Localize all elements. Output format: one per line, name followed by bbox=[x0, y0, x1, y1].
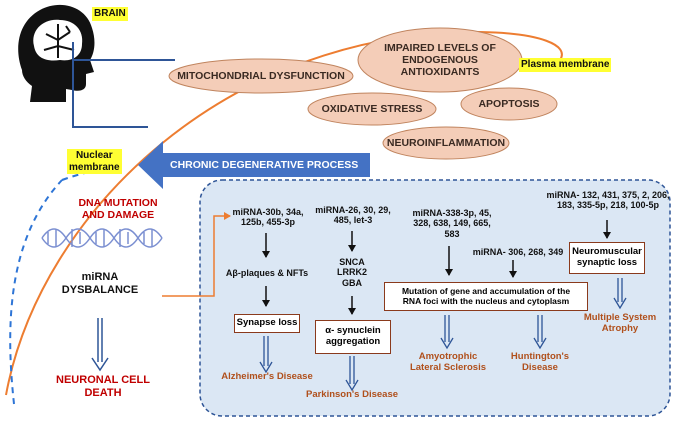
parkinsons-genes: SNCA LRRK2 GBA bbox=[336, 257, 367, 288]
head-brain-icon bbox=[18, 4, 95, 103]
plasma-membrane-label: Plasma membrane bbox=[519, 58, 612, 72]
mitochondrial-dysfunction-label: MITOCHONDRIAL DYSFUNCTION bbox=[177, 69, 345, 82]
msa-disease-label: Multiple System Atrophy bbox=[583, 312, 657, 334]
oxidative-stress-label: OXIDATIVE STRESS bbox=[321, 102, 423, 115]
brain-connector bbox=[72, 42, 175, 128]
alzheimers-mirna: miRNA-30b, 34a, 125b, 455-3p bbox=[232, 207, 304, 228]
dna-helix-icon bbox=[41, 228, 163, 248]
abeta-plaques-label: Aβ-plaques & NFTs bbox=[225, 268, 309, 278]
parkinsons-disease-label: Parkinson's Disease bbox=[305, 389, 399, 400]
als-disease-label: Amyotrophic Lateral Sclerosis bbox=[409, 351, 487, 373]
disease-arrows bbox=[259, 278, 627, 392]
nuclear-membrane-label: Nuclear membrane bbox=[67, 149, 122, 174]
chronic-process-label: CHRONIC DEGENERATIVE PROCESS bbox=[170, 159, 359, 171]
brain-label: BRAIN bbox=[92, 7, 128, 21]
rna-foci-box: Mutation of gene and accumulation of the… bbox=[384, 282, 588, 311]
als-mirna: miRNA-338-3p, 45, 328, 638, 149, 665, 58… bbox=[412, 208, 492, 239]
neuronal-cell-death-label: NEURONAL CELL DEATH bbox=[56, 374, 150, 399]
msa-mirna: miRNA- 132, 431, 375, 2, 206, 183, 335-5… bbox=[546, 190, 670, 211]
synuclein-aggregation-box: α- synuclein aggregation bbox=[315, 320, 391, 354]
parkinsons-mirna: miRNA-26, 30, 29, 485, let-3 bbox=[315, 205, 391, 226]
chronic-process-arrow bbox=[138, 141, 370, 189]
apoptosis-label: APOPTOSIS bbox=[478, 97, 540, 110]
alzheimers-disease-label: Alzheimer's Disease bbox=[221, 371, 313, 382]
mirna-dysbalance-label: miRNA DYSBALANCE bbox=[61, 271, 139, 296]
impaired-antioxidants-label: IMPAIRED LEVELS OF ENDOGENOUS ANTIOXIDAN… bbox=[384, 41, 496, 79]
ellipse-neuroinflammation bbox=[382, 126, 510, 160]
huntingtons-mirna: miRNA- 306, 268, 349 bbox=[472, 247, 564, 257]
neuroinflammation-label: NEUROINFLAMMATION bbox=[386, 136, 506, 149]
ellipse-oxidative bbox=[307, 92, 437, 126]
dna-mutation-label: DNA MUTATION AND DAMAGE bbox=[78, 197, 158, 222]
pathway-arrows bbox=[262, 220, 611, 315]
ellipse-apoptosis bbox=[460, 87, 558, 121]
synapse-loss-box: Synapse loss bbox=[234, 314, 300, 333]
huntingtons-disease-label: Huntington's Disease bbox=[510, 351, 570, 373]
ellipse-mito bbox=[168, 58, 354, 94]
dysbalance-connector bbox=[162, 212, 231, 297]
cell-death-arrow bbox=[91, 318, 109, 372]
neuromuscular-loss-box: Neuromuscular synaptic loss bbox=[569, 242, 645, 274]
